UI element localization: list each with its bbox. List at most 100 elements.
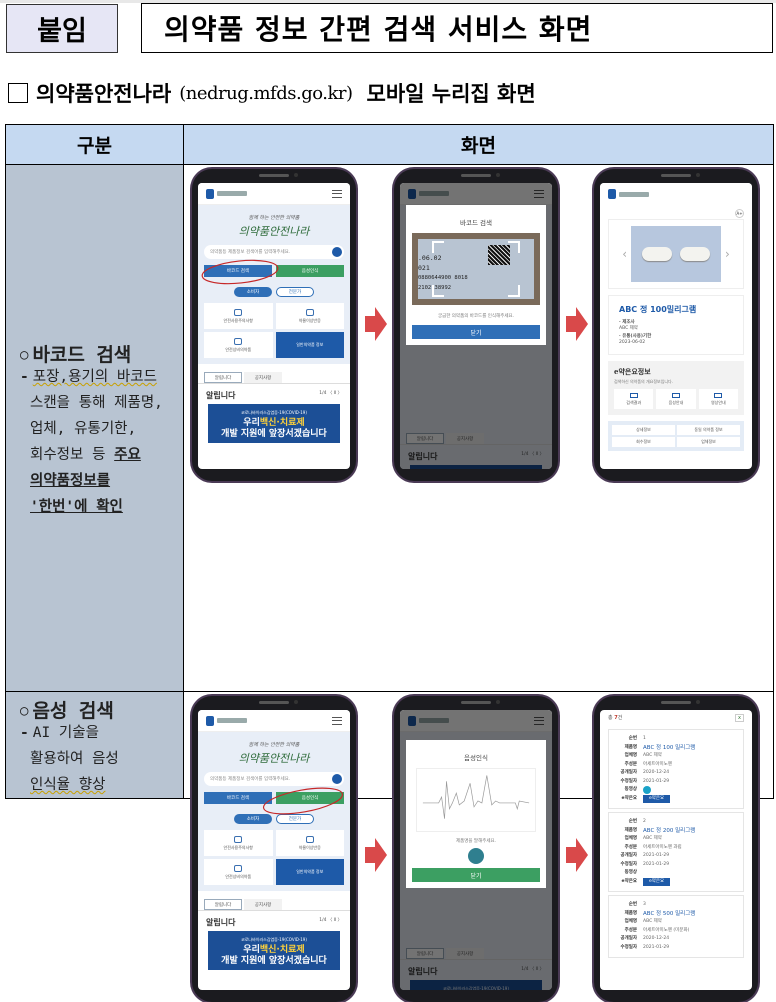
banner-highlight: 백신·치료제 [259, 945, 305, 955]
voice-guide-button[interactable]: 음성안내 [656, 389, 696, 409]
link-same-drug[interactable]: 동일 의약품 정보 [677, 425, 740, 435]
label-line: 0880644900 8018 [418, 275, 468, 281]
tile-label: 안전상비의약품 [225, 346, 252, 352]
tile-safety[interactable]: 안전사용주의사항 [204, 303, 273, 329]
hamburger-menu-icon[interactable] [332, 716, 342, 725]
slogan-text: 의약품안전나라 [238, 225, 310, 238]
search-icon[interactable] [332, 774, 342, 784]
tab-announcements[interactable]: 공지사항 [244, 899, 282, 910]
tile-otc[interactable]: 안전상비의약품 [204, 859, 273, 885]
voice-waveform [416, 768, 536, 832]
app-logo[interactable] [206, 715, 247, 726]
tile-otc[interactable]: 안전상비의약품 [204, 332, 273, 358]
close-button[interactable]: 닫기 [412, 325, 540, 339]
field-key: e약은요 [621, 878, 637, 884]
field-key: 순번 [628, 736, 637, 741]
detail-links: 상세정보 동일 의약품 정보 회수정보 업체정보 [608, 421, 744, 451]
tile-adverse[interactable]: 약물이상반응 [275, 303, 344, 329]
desc-line: 회수정보 등 [30, 447, 115, 463]
arrow-right-icon [365, 838, 387, 872]
chevron-right-icon[interactable]: › [725, 247, 730, 261]
app-logo[interactable] [608, 189, 649, 199]
chevron-left-icon[interactable]: ‹ [622, 247, 627, 261]
field-value: 아세트아미노펜 과립 [643, 844, 682, 850]
banner-text: 우리 [243, 945, 260, 955]
link-recall-info[interactable]: 회수정보 [612, 437, 675, 447]
app-logo[interactable] [206, 188, 247, 199]
circle-bullet-icon: ○ [20, 347, 29, 363]
phone-product-detail: A+ ‹ › ABC 정 100밀리그램 · 제조사 ABC 제약 · 유통(사… [594, 169, 758, 481]
microphone-icon[interactable] [468, 848, 484, 864]
search-result-button[interactable]: 검색결과 [614, 389, 654, 409]
product-link[interactable]: ABC 정 100 밀리그램 [643, 744, 696, 751]
e-drug-button[interactable]: e약은요 [643, 794, 671, 803]
camera-dot [495, 700, 500, 704]
notice-pager[interactable]: 1/4 〈 Ⅱ 〉 [319, 918, 342, 923]
product-name: ABC 정 100밀리그램 [619, 305, 697, 314]
close-button[interactable]: 닫기 [412, 868, 540, 882]
e-drug-button[interactable]: e약은요 [643, 877, 671, 886]
tile-label: 안전사용주의사항 [223, 844, 253, 850]
button-label: 검색결과 [626, 399, 642, 405]
field-value: 2020-12-24 [643, 936, 670, 941]
dash-bullet: - [20, 725, 29, 741]
search-input[interactable]: 의약품등 제품정보 검색어를 입력해주세요. [204, 772, 344, 786]
field-key: 주성분 [624, 761, 637, 767]
search-icon[interactable] [332, 247, 342, 257]
excel-download-icon[interactable]: x [735, 714, 744, 722]
field-key: 제품명 [624, 910, 637, 916]
scanned-label: .06.02 021 0880644900 8018 2102138992 [418, 239, 534, 299]
video-guide-button[interactable]: 영상안내 [698, 389, 738, 409]
modal-title: 바코드 검색 [460, 219, 492, 227]
field-value: 아세트아미노펜 (미분화) [643, 927, 690, 933]
field-value: ABC 제약 [643, 836, 662, 841]
tab-notices[interactable]: 알립니다 [204, 372, 242, 383]
barcode-search-button[interactable]: 바코드 검색 [204, 265, 272, 277]
tile-safety[interactable]: 안전사용주의사항 [204, 830, 273, 856]
tab-notices[interactable]: 알립니다 [204, 899, 242, 910]
font-size-button[interactable]: A+ [735, 209, 744, 218]
banner-small: 코로나바이러스감염증-19(COVID-19) [241, 937, 307, 942]
speaker-notch [461, 174, 491, 177]
field-value: 2021-01-29 [643, 861, 670, 867]
search-input[interactable]: 의약품등 제품정보 검색어를 입력해주세요. [204, 245, 344, 259]
camera-viewfinder: .06.02 021 0880644900 8018 2102138992 [412, 233, 540, 305]
product-link[interactable]: ABC 정 500 밀리그램 [643, 910, 696, 917]
tab-announcements[interactable]: 공지사항 [244, 372, 282, 383]
hamburger-menu-icon[interactable] [332, 189, 342, 198]
field-value: 아세트아미노펜 [643, 761, 672, 767]
field-key: 제품명 [624, 744, 637, 750]
field-key: 제품명 [624, 827, 637, 833]
product-link[interactable]: ABC 정 200 밀리그램 [643, 827, 696, 834]
tab-expert[interactable]: 전문가 [276, 287, 314, 297]
desc-line: 활용하여 음성 [30, 751, 119, 767]
app-header [198, 183, 350, 205]
tab-consumer[interactable]: 소비자 [234, 287, 272, 297]
search-placeholder: 의약품등 제품정보 검색어를 입력해주세요. [210, 250, 291, 255]
pill-shape [680, 247, 710, 261]
tile-general[interactable]: 일반의약품 정보 [275, 859, 344, 885]
col-header-screen: 화면 [183, 124, 774, 165]
einfo-subtitle: 검색하신 의약품의 개요정보입니다. [614, 379, 674, 384]
notice-pager[interactable]: 1/4 〈 Ⅱ 〉 [319, 391, 342, 396]
link-detail-info[interactable]: 상세정보 [612, 425, 675, 435]
scan-corner [508, 285, 520, 297]
play-icon[interactable] [643, 786, 651, 794]
dash-bullet: - [20, 369, 29, 385]
field-key: 공개일자 [620, 936, 637, 941]
square-bullet-icon [8, 83, 28, 103]
voice-search-button[interactable]: 음성인식 [276, 265, 344, 277]
tile-adverse[interactable]: 약물이상반응 [275, 830, 344, 856]
link-company-info[interactable]: 업체정보 [677, 437, 740, 447]
tile-general[interactable]: 일반의약품 정보 [275, 332, 344, 358]
